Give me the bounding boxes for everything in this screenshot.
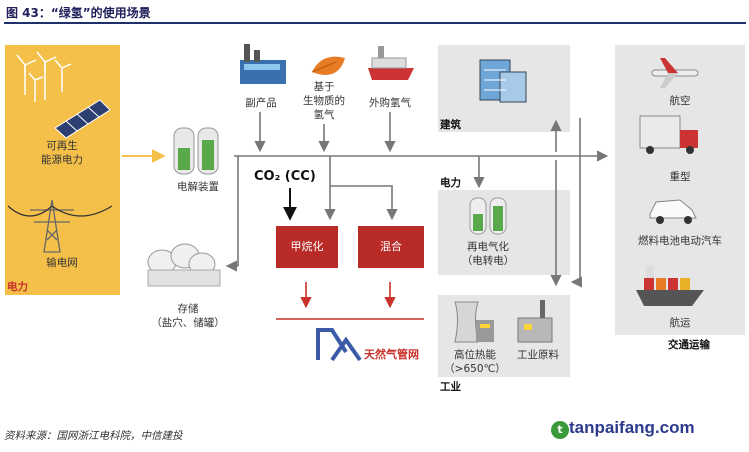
figure-title: 图 43：“绿氢”的使用场景 (6, 6, 151, 20)
transmission-grid-label: 输电网 (46, 257, 78, 269)
mixing-box: 混合 (358, 226, 424, 268)
cargo-ship-icon (636, 266, 704, 306)
imported-hydrogen-label: 外购氢气 (369, 97, 411, 109)
gas-grid-icon (316, 328, 362, 362)
power-heading: 电力 (440, 177, 461, 189)
factory-icon (240, 44, 286, 84)
car-icon (649, 199, 697, 224)
heavy-duty-label: 重型 (669, 171, 691, 183)
electrolyzer-icon (173, 127, 219, 175)
gas-grid-label: 天然气管网 (364, 348, 419, 361)
leaf-icon (311, 56, 345, 75)
co2-label: CO₂ (CC) (254, 169, 316, 184)
buildings-heading: 建筑 (440, 119, 461, 131)
electrolyzer-label: 电解装置 (177, 181, 219, 193)
fcev-label: 燃料电池电动汽车 (638, 235, 722, 247)
watermark: tanpaifang.com (569, 418, 695, 437)
storage-tank-icon (147, 243, 221, 287)
title-rule (4, 22, 746, 24)
feedstock-label: 工业原料 (517, 349, 559, 361)
aviation-label: 航空 (669, 95, 691, 107)
industrial-plant-icon (517, 300, 553, 343)
solar-panel-icon (54, 99, 111, 139)
source-note: 资料来源：国网浙江电科院，中信建投 (4, 430, 183, 442)
biomass-hydrogen-label: 基于 生物质的 氢气 (303, 81, 345, 121)
truck-icon (639, 115, 698, 154)
tanpaifang-logo-icon: t (551, 421, 569, 439)
airplane-icon (651, 58, 699, 88)
industry-heading: 工业 (440, 381, 461, 393)
wind-turbine-icon (16, 51, 72, 102)
tanker-ship-icon (368, 46, 414, 80)
transport-heading: 交通运输 (668, 339, 710, 351)
transmission-tower-icon (7, 199, 113, 253)
byproduct-label: 副产品 (245, 97, 277, 109)
shipping-label: 航运 (669, 317, 691, 329)
methanation-box: 甲烷化 (276, 226, 338, 268)
cooling-tower-icon (454, 301, 494, 343)
renewable-power-label: 可再生 能源电力 (41, 140, 83, 166)
building-icon (479, 59, 527, 103)
reelectrification-label: 再电气化 （电转电） (461, 241, 515, 267)
battery-icon (469, 197, 507, 235)
power-source-heading: 电力 (7, 281, 28, 293)
storage-label: 存储 （盐穴、储罐） (151, 303, 225, 329)
high-heat-label: 高位热能 （>650℃） (444, 349, 506, 375)
